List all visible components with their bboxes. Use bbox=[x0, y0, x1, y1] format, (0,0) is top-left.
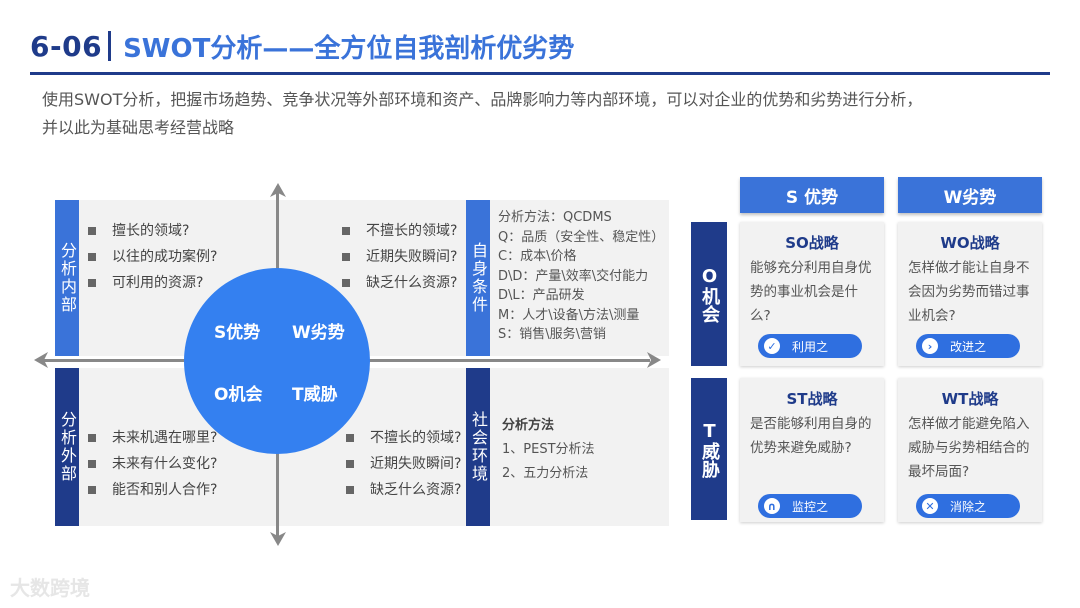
list-item: 近期失败瞬间? bbox=[346, 451, 461, 477]
swot-circle bbox=[184, 268, 370, 454]
self-conditions-info: 分析方法：QCDMS Q：品质（安全性、稳定性） C：成本\价格 D\D：产量\… bbox=[498, 208, 664, 345]
info-line: S：销售\服务\营销 bbox=[498, 327, 607, 342]
list-item: 可利用的资源? bbox=[88, 270, 217, 296]
list-item: 缺乏什么资源? bbox=[346, 477, 461, 503]
title-divider bbox=[108, 31, 112, 61]
label-external: 分析外部 bbox=[55, 368, 79, 526]
info-line: Q：品质（安全性、稳定性） bbox=[498, 229, 665, 245]
section-number: 6-06 bbox=[30, 29, 103, 63]
row-threats: T威胁 bbox=[691, 378, 727, 520]
info-line: M：人才\设备\方法\测量 bbox=[498, 307, 640, 323]
page-title: 6-06 SWOT分析——全方位自我剖析优劣势 bbox=[30, 26, 574, 66]
bullet-icon bbox=[88, 486, 96, 494]
list-item: 未来机遇在哪里? bbox=[88, 425, 217, 451]
bullet-icon bbox=[346, 460, 354, 468]
list-item: 能否和别人合作? bbox=[88, 477, 217, 503]
st-strategy-card: ST战略 是否能够利用自身的优势来避免威胁? ∩ 监控之 bbox=[740, 378, 884, 522]
info-line: C：成本\价格 bbox=[498, 249, 577, 264]
monitor-button[interactable]: ∩ 监控之 bbox=[758, 494, 862, 518]
card-body: 怎样做才能避免陷入威胁与劣势相结合的最坏局面? bbox=[908, 416, 1030, 480]
weaknesses-label: W劣势 bbox=[292, 323, 345, 343]
list-item: 不擅长的领域? bbox=[346, 425, 461, 451]
info-heading: 分析方法 bbox=[502, 418, 555, 433]
wo-strategy-card: WO战略 怎样做才能让自身不会因为劣势而错过事业机会? › 改进之 bbox=[898, 222, 1042, 366]
bullet-icon bbox=[346, 434, 354, 442]
card-body: 是否能够利用自身的优势来避免威胁? bbox=[750, 416, 872, 456]
threats-label: T威胁 bbox=[292, 385, 338, 405]
eliminate-button[interactable]: ✕ 消除之 bbox=[916, 494, 1020, 518]
close-icon: ✕ bbox=[922, 498, 938, 514]
header-strengths: S 优势 bbox=[740, 177, 884, 213]
arrow-right-icon bbox=[647, 352, 661, 368]
leverage-button[interactable]: ✓ 利用之 bbox=[758, 334, 862, 358]
bullet-icon bbox=[342, 279, 350, 287]
card-title: SO战略 bbox=[785, 234, 839, 252]
bullet-icon bbox=[88, 279, 96, 287]
card-body: 怎样做才能让自身不会因为劣势而错过事业机会? bbox=[908, 260, 1030, 324]
check-icon: ✓ bbox=[764, 338, 780, 354]
card-title: WO战略 bbox=[940, 234, 1000, 252]
social-environment-info: 分析方法 1、PEST分析法 2、五力分析法 bbox=[502, 414, 595, 486]
arrow-down-icon bbox=[269, 532, 286, 546]
label-internal: 分析内部 bbox=[55, 200, 79, 356]
watermark: 大数跨境 bbox=[10, 576, 90, 600]
card-title: WT战略 bbox=[941, 390, 999, 408]
info-line: D\D：产量\效率\交付能力 bbox=[498, 268, 649, 284]
opportunities-questions: 未来机遇在哪里? 未来有什么变化? 能否和别人合作? bbox=[88, 425, 217, 503]
intro-line-2: 并以此为基础思考经营战略 bbox=[42, 118, 235, 137]
label-self-conditions: 自身条件 bbox=[466, 200, 490, 356]
list-item: 不擅长的领域? bbox=[342, 218, 457, 244]
card-body: 能够充分利用自身优势的事业机会是什么? bbox=[750, 260, 872, 324]
header-weaknesses: W劣势 bbox=[898, 177, 1042, 213]
info-line: 1、PEST分析法 bbox=[502, 442, 595, 457]
info-line: 2、五力分析法 bbox=[502, 466, 589, 481]
improve-button[interactable]: › 改进之 bbox=[916, 334, 1020, 358]
list-item: 近期失败瞬间? bbox=[342, 244, 457, 270]
arrow-up-icon bbox=[269, 183, 286, 197]
opportunities-label: O机会 bbox=[214, 385, 263, 405]
bullet-icon bbox=[88, 227, 96, 235]
row-opportunities: O机会 bbox=[691, 222, 727, 366]
header-rule bbox=[30, 72, 1050, 75]
so-strategy-card: SO战略 能够充分利用自身优势的事业机会是什么? ✓ 利用之 bbox=[740, 222, 884, 366]
bullet-icon bbox=[342, 253, 350, 261]
wt-strategy-card: WT战略 怎样做才能避免陷入威胁与劣势相结合的最坏局面? ✕ 消除之 bbox=[898, 378, 1042, 522]
list-item: 以往的成功案例? bbox=[88, 244, 217, 270]
magnet-icon: ∩ bbox=[764, 498, 780, 514]
threats-questions: 不擅长的领域? 近期失败瞬间? 缺乏什么资源? bbox=[346, 425, 461, 503]
card-title: ST战略 bbox=[786, 390, 838, 408]
intro-text: 使用SWOT分析，把握市场趋势、竞争状况等外部环境和资产、品牌影响力等内部环境，… bbox=[42, 86, 1052, 142]
label-social-environment: 社会环境 bbox=[466, 368, 490, 526]
bullet-icon bbox=[88, 460, 96, 468]
bullet-icon bbox=[346, 486, 354, 494]
bullet-icon bbox=[88, 434, 96, 442]
bullet-icon bbox=[88, 253, 96, 261]
info-line: D\L：产品研发 bbox=[498, 288, 585, 303]
strengths-label: S优势 bbox=[214, 323, 261, 343]
list-item: 缺乏什么资源? bbox=[342, 270, 457, 296]
strengths-questions: 擅长的领域? 以往的成功案例? 可利用的资源? bbox=[88, 218, 217, 296]
arrow-left-icon bbox=[34, 352, 48, 368]
list-item: 未来有什么变化? bbox=[88, 451, 217, 477]
intro-line-1: 使用SWOT分析，把握市场趋势、竞争状况等外部环境和资产、品牌影响力等内部环境，… bbox=[42, 90, 923, 109]
weaknesses-questions: 不擅长的领域? 近期失败瞬间? 缺乏什么资源? bbox=[342, 218, 457, 296]
list-item: 擅长的领域? bbox=[88, 218, 217, 244]
title-text: SWOT分析——全方位自我剖析优劣势 bbox=[123, 33, 575, 64]
chevron-right-icon: › bbox=[922, 338, 938, 354]
info-line: 分析方法：QCDMS bbox=[498, 210, 612, 225]
bullet-icon bbox=[342, 227, 350, 235]
